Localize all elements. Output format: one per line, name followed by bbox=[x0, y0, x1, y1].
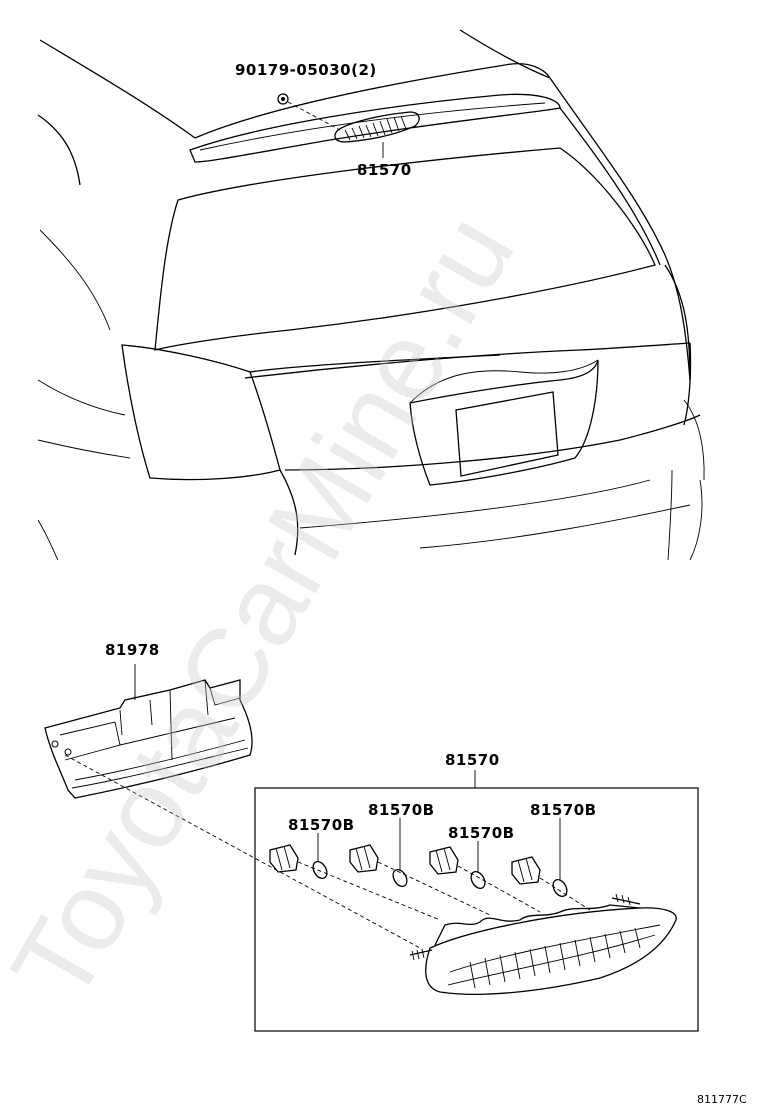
socket-and-bulb-set bbox=[269, 818, 591, 921]
bulb-part-number-3: 81570B bbox=[448, 824, 515, 842]
lamp-assembly-box bbox=[254, 770, 699, 1032]
bracket-drawing bbox=[44, 664, 421, 949]
socket-1 bbox=[269, 844, 299, 873]
bolt-part-number: 90179-05030(2) bbox=[235, 61, 377, 79]
bulb-part-number-2: 81570B bbox=[368, 801, 435, 819]
figure-reference: 811777C bbox=[697, 1093, 747, 1106]
bulb-part-number-4: 81570B bbox=[530, 801, 597, 819]
bulb-2 bbox=[392, 868, 408, 888]
bulb-part-number-1: 81570B bbox=[288, 816, 355, 834]
lamp-assembly-part-number: 81570 bbox=[445, 751, 500, 769]
high-mount-stop-lamp bbox=[409, 893, 677, 995]
bracket-part-number: 81978 bbox=[105, 641, 160, 659]
socket-4 bbox=[511, 856, 541, 885]
bulb-4 bbox=[552, 878, 568, 898]
bulb-3 bbox=[470, 870, 486, 890]
vehicle-rear-outline bbox=[37, 29, 705, 561]
watermark: ToyotaCarMine.ru bbox=[0, 194, 538, 1022]
bulb-1 bbox=[312, 860, 328, 880]
lamp-part-number-top: 81570 bbox=[357, 161, 412, 179]
socket-2 bbox=[349, 844, 379, 873]
socket-3 bbox=[429, 846, 459, 875]
